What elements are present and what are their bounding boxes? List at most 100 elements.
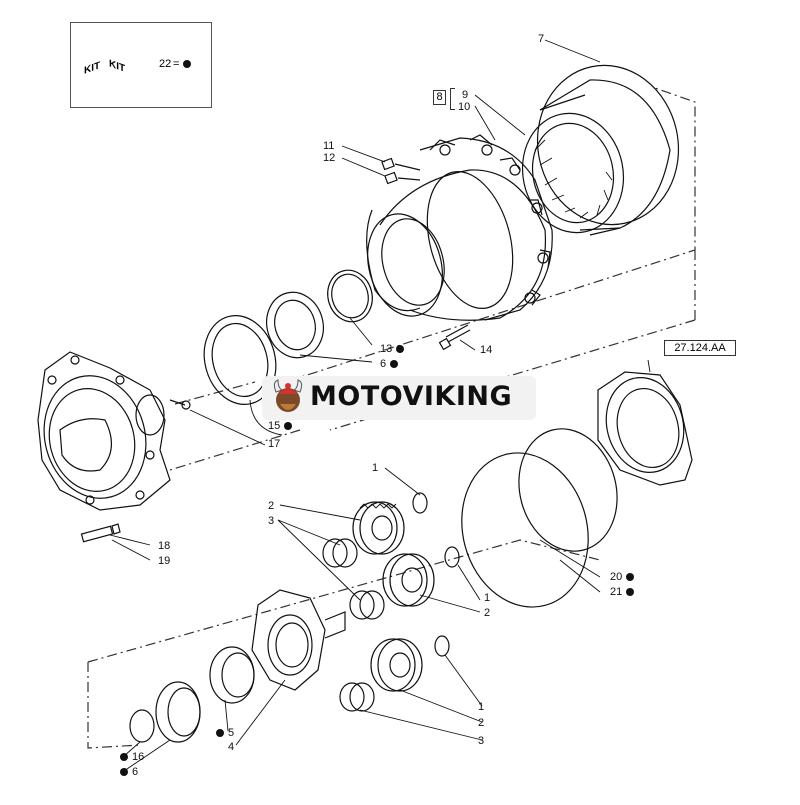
kit-dot-icon: [626, 588, 635, 596]
kit-dot-icon: [284, 422, 293, 430]
callout-label: 2: [478, 717, 485, 729]
wheel-hub-housing: [366, 134, 553, 321]
callout-label: 4: [228, 741, 235, 753]
needle-bearing-upper: [322, 538, 358, 568]
bracket-group-label: 8: [433, 90, 446, 105]
kit-dot-icon: [390, 360, 399, 368]
brake-housing-cover: [597, 371, 693, 486]
reference-box[interactable]: 27.124.AA: [664, 340, 736, 356]
callout-10[interactable]: 10: [458, 101, 470, 113]
callout-15[interactable]: 15: [268, 420, 293, 432]
kit-legend-equals: =: [173, 58, 180, 70]
kit-dot-icon: [120, 768, 128, 776]
kit-label-right: KIT: [109, 58, 126, 75]
seal-ring-6: [266, 291, 324, 359]
bolt-14: [438, 324, 471, 351]
kit-dot-icon: [396, 345, 405, 353]
callout-5[interactable]: 5: [216, 727, 234, 739]
kit-dot-icon: [120, 753, 128, 761]
callout-2[interactable]: 2: [268, 500, 274, 512]
ring-gear-7: [521, 64, 680, 236]
callout-19[interactable]: 19: [158, 555, 170, 567]
snap-ring-1-middle: [444, 546, 460, 568]
needle-bearing-middle: [349, 590, 385, 620]
callout-label: 2: [484, 607, 491, 619]
callout-label: 9: [462, 89, 469, 101]
callout-label: 6: [132, 766, 139, 778]
callout-12[interactable]: 12: [323, 152, 335, 164]
callout-2[interactable]: 2: [484, 607, 490, 619]
callout-18[interactable]: 18: [158, 540, 170, 552]
callout-label: 10: [458, 101, 471, 113]
planet-gear-middle: [382, 553, 435, 607]
kit-dot-icon: [216, 729, 224, 737]
callout-6[interactable]: 6: [380, 358, 399, 370]
planet-carrier-4: [251, 589, 346, 691]
callout-3[interactable]: 3: [268, 515, 274, 527]
callout-7[interactable]: 7: [538, 33, 544, 45]
callout-label: 6: [380, 358, 387, 370]
callout-label: 14: [480, 344, 493, 356]
callout-2[interactable]: 2: [478, 717, 484, 729]
kit-legend-box: KIT KIT 22 =: [70, 22, 212, 108]
wheel-flange-17: [37, 351, 191, 511]
callout-21[interactable]: 21: [610, 586, 635, 598]
callout-1[interactable]: 1: [478, 701, 484, 713]
callout-label: 3: [268, 515, 275, 527]
callout-label: 7: [538, 33, 545, 45]
callout-label: 21: [610, 586, 623, 598]
seal-6-lower: [155, 681, 201, 743]
callout-label: 15: [268, 420, 281, 432]
kit-legend-dot: [183, 60, 191, 68]
callout-label: 1: [484, 592, 491, 604]
callout-label: 1: [478, 701, 485, 713]
kit-label-left: KIT: [84, 60, 101, 77]
callout-label: 5: [228, 727, 235, 739]
callout-20[interactable]: 20: [610, 571, 635, 583]
callout-1[interactable]: 1: [372, 462, 378, 474]
callout-4[interactable]: 4: [228, 741, 234, 753]
callout-label: 18: [158, 540, 171, 552]
callout-label: 17: [268, 438, 281, 450]
callout-label: 12: [323, 152, 336, 164]
assembly-boundary: [87, 87, 696, 749]
callout-14[interactable]: 14: [480, 344, 492, 356]
stud-bolt-18: [80, 523, 121, 543]
callout-label: 1: [372, 462, 379, 474]
planet-gear-upper: [352, 501, 405, 555]
callout-16[interactable]: 16: [120, 751, 144, 763]
callout-1[interactable]: 1: [484, 592, 490, 604]
callout-label: 11: [323, 140, 335, 152]
callout-label: 19: [158, 555, 171, 567]
callout-13[interactable]: 13: [380, 343, 405, 355]
callout-label: 2: [268, 500, 275, 512]
callout-label: 13: [380, 343, 393, 355]
o-ring-21: [518, 428, 618, 552]
viking-logo-icon: [273, 379, 303, 412]
snap-ring-1-lower: [434, 635, 450, 657]
watermark-text: MOTOVIKING: [310, 381, 513, 412]
callout-label: 20: [610, 571, 623, 583]
o-ring-20: [461, 452, 589, 608]
kit-legend-number: 22: [159, 58, 172, 70]
callout-6[interactable]: 6: [120, 766, 138, 778]
callout-9[interactable]: 9: [462, 89, 468, 101]
callout-17[interactable]: 17: [268, 438, 280, 450]
seal-ring-15: [203, 314, 277, 406]
kit-dot-icon: [626, 573, 635, 581]
lock-nut-5: [209, 646, 255, 704]
leader-lines: [109, 39, 651, 772]
o-ring-16: [129, 709, 155, 743]
bolt-11-12: [381, 157, 421, 185]
callout-label: 3: [478, 735, 485, 747]
seal-ring-13: [327, 269, 373, 323]
planet-gear-lower: [370, 638, 423, 692]
callout-label: 16: [132, 751, 145, 763]
callout-11[interactable]: 11: [323, 140, 334, 152]
snap-ring-1-upper: [412, 492, 428, 514]
needle-bearing-lower: [339, 682, 375, 712]
bracket: [450, 88, 455, 110]
callout-3[interactable]: 3: [478, 735, 484, 747]
watermark: MOTOVIKING: [262, 376, 536, 420]
